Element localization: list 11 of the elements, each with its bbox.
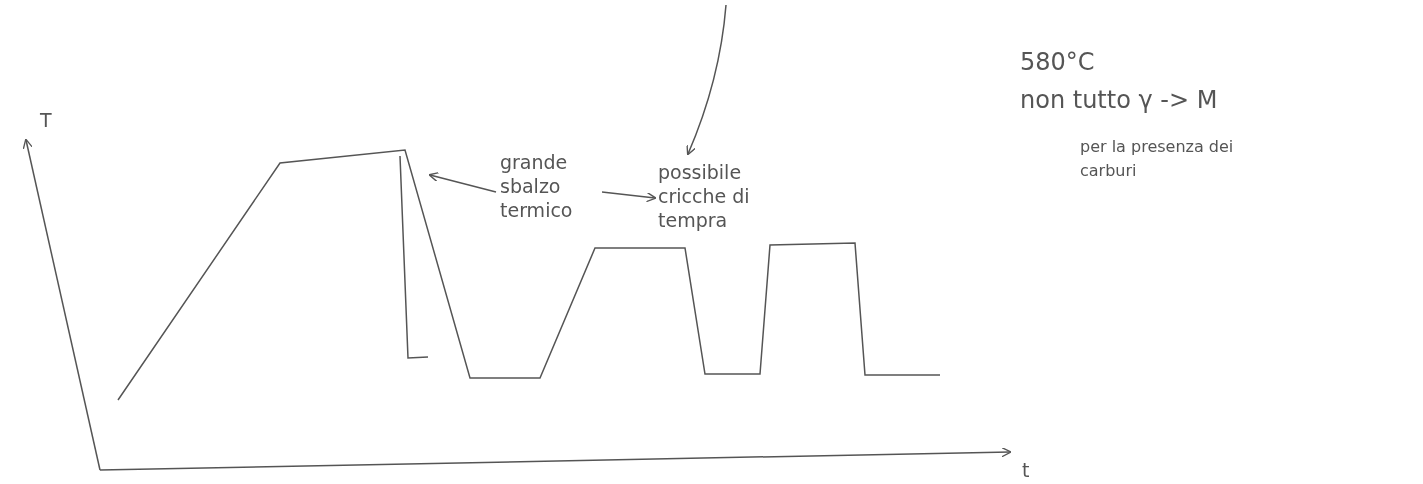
axis-label: T xyxy=(40,108,52,132)
temperature-note: 580°C xyxy=(1020,50,1095,74)
note-text: per la presenza dei carburi xyxy=(1080,136,1235,182)
annotation-text: grande sbalzo termico xyxy=(500,150,610,222)
bracket xyxy=(399,155,429,360)
arrow xyxy=(428,172,497,193)
arrow xyxy=(601,191,657,203)
note-text: non tutto γ -> M xyxy=(1020,88,1218,112)
axis-label: t xyxy=(1022,458,1030,482)
annotation-text: possibile cricche di tempra xyxy=(658,160,768,232)
arrow xyxy=(686,4,727,156)
